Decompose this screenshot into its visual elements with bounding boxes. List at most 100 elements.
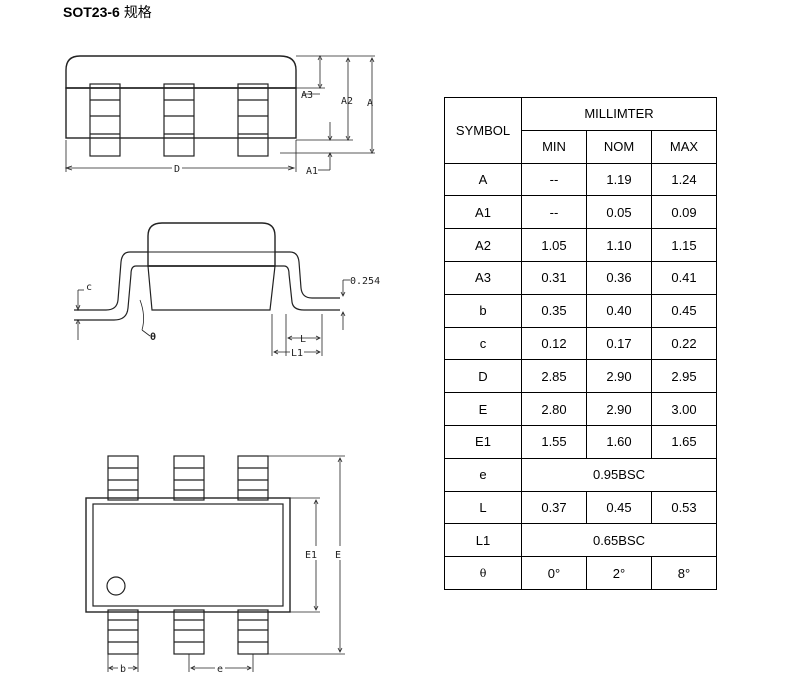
table-row: L1 0.65BSC (444, 523, 717, 558)
dim-label-b: b (120, 664, 126, 675)
row-min: 0.37 (521, 490, 587, 525)
dim-label-a2: A2 (341, 96, 353, 107)
row-nom: 1.19 (586, 162, 652, 197)
row-min: 2.80 (521, 392, 587, 426)
row-symbol: A2 (444, 228, 522, 262)
row-span-value: 0.65BSC (521, 523, 717, 558)
row-nom: 1.10 (586, 228, 652, 262)
row-symbol: e (444, 457, 522, 492)
row-nom: 2.90 (586, 359, 652, 394)
table-header-row: SYMBOL MILLIMTER (444, 97, 717, 164)
row-min: 0° (521, 556, 587, 590)
row-nom: 0.36 (586, 260, 652, 295)
row-max: 0.41 (651, 260, 717, 295)
row-symbol: A (444, 162, 522, 197)
table-row: A3 0.31 0.36 0.41 (444, 260, 717, 295)
table-row: A -- 1.19 1.24 (444, 162, 717, 197)
dim-label-d: D (174, 164, 180, 175)
row-symbol: E (444, 392, 522, 426)
unit-header: MILLIMTER (521, 97, 717, 131)
top-view: E1 E b e (85, 455, 346, 675)
front-view: A3 A2 A A1 D (64, 55, 375, 177)
table-row: c 0.12 0.17 0.22 (444, 326, 717, 361)
row-max: 3.00 (651, 392, 717, 426)
row-min: 1.55 (521, 424, 587, 459)
side-view-left-lead (74, 251, 148, 321)
row-max: 0.22 (651, 326, 717, 361)
row-min: 0.35 (521, 293, 587, 328)
dim-label-theta: θ (150, 332, 156, 343)
row-min: 0.31 (521, 260, 587, 295)
min-header: MIN (521, 129, 587, 164)
front-view-lower-body (65, 87, 297, 139)
row-span-value: 0.95BSC (521, 457, 717, 492)
dim-label-c: c (86, 282, 92, 293)
top-view-body (85, 497, 291, 613)
row-nom: 1.60 (586, 424, 652, 459)
top-view-upper-leads (107, 455, 269, 501)
row-max: 1.65 (651, 424, 717, 459)
row-symbol: A3 (444, 260, 522, 295)
table-row: D 2.85 2.90 2.95 (444, 359, 717, 394)
row-max: 0.45 (651, 293, 717, 328)
row-min: -- (521, 162, 587, 197)
row-nom: 2° (586, 556, 652, 590)
row-nom: 2.90 (586, 392, 652, 426)
row-symbol: E1 (444, 424, 522, 459)
table-row: L 0.37 0.45 0.53 (444, 490, 717, 525)
row-max: 1.24 (651, 162, 717, 197)
table-row: E 2.80 2.90 3.00 (444, 392, 717, 426)
table-row: A1 -- 0.05 0.09 (444, 195, 717, 230)
row-max: 0.53 (651, 490, 717, 525)
row-max: 8° (651, 556, 717, 590)
row-symbol: L1 (444, 523, 522, 558)
row-min: -- (521, 195, 587, 230)
dimension-table: SYMBOL MILLIMTER MIN NOM MAX A -- 1.19 1… (444, 97, 717, 590)
row-min: 0.12 (521, 326, 587, 361)
row-nom: 0.45 (586, 490, 652, 525)
row-symbol: D (444, 359, 522, 394)
row-min: 2.85 (521, 359, 587, 394)
front-view-body (65, 55, 297, 89)
side-view-right-lead (275, 251, 340, 311)
dim-label-l: L (300, 334, 306, 345)
row-symbol: b (444, 293, 522, 328)
max-header: MAX (651, 129, 717, 164)
dim-label-e1: E1 (305, 550, 317, 561)
side-view-body (147, 222, 276, 267)
nom-header: NOM (586, 129, 652, 164)
dim-label-e-pitch: e (217, 664, 223, 675)
table-row: b 0.35 0.40 0.45 (444, 293, 717, 328)
dim-label-a1: A1 (306, 166, 318, 177)
dim-label-a: A (367, 98, 373, 109)
dim-label-a3: A3 (301, 90, 313, 101)
row-min: 1.05 (521, 228, 587, 262)
row-nom: 0.17 (586, 326, 652, 361)
row-nom: 0.05 (586, 195, 652, 230)
pin1-marker (106, 576, 126, 596)
front-view-leads (89, 83, 269, 157)
page-subtitle: 规格 (123, 4, 152, 20)
row-max: 0.09 (651, 195, 717, 230)
row-nom: 0.40 (586, 293, 652, 328)
top-view-lower-leads (107, 609, 269, 655)
package-name: SOT23-6 (63, 4, 120, 20)
table-row: E1 1.55 1.60 1.65 (444, 424, 717, 459)
dim-label-l1: L1 (291, 348, 303, 359)
row-symbol: A1 (444, 195, 522, 230)
row-max: 2.95 (651, 359, 717, 394)
side-view: c θ 0.254 L L1 (74, 222, 380, 359)
row-symbol: L (444, 490, 522, 525)
dim-label-e-span: E (335, 550, 341, 561)
table-row: e 0.95BSC (444, 457, 717, 492)
dim-label-gauge: 0.254 (350, 276, 380, 287)
row-max: 1.15 (651, 228, 717, 262)
symbol-header: SYMBOL (444, 97, 522, 164)
table-row: A2 1.05 1.10 1.15 (444, 228, 717, 262)
row-symbol: c (444, 326, 522, 361)
row-symbol: θ (444, 556, 522, 590)
table-row: θ 0° 2° 8° (444, 556, 717, 590)
table-subheader-row: MIN NOM MAX (445, 129, 717, 164)
